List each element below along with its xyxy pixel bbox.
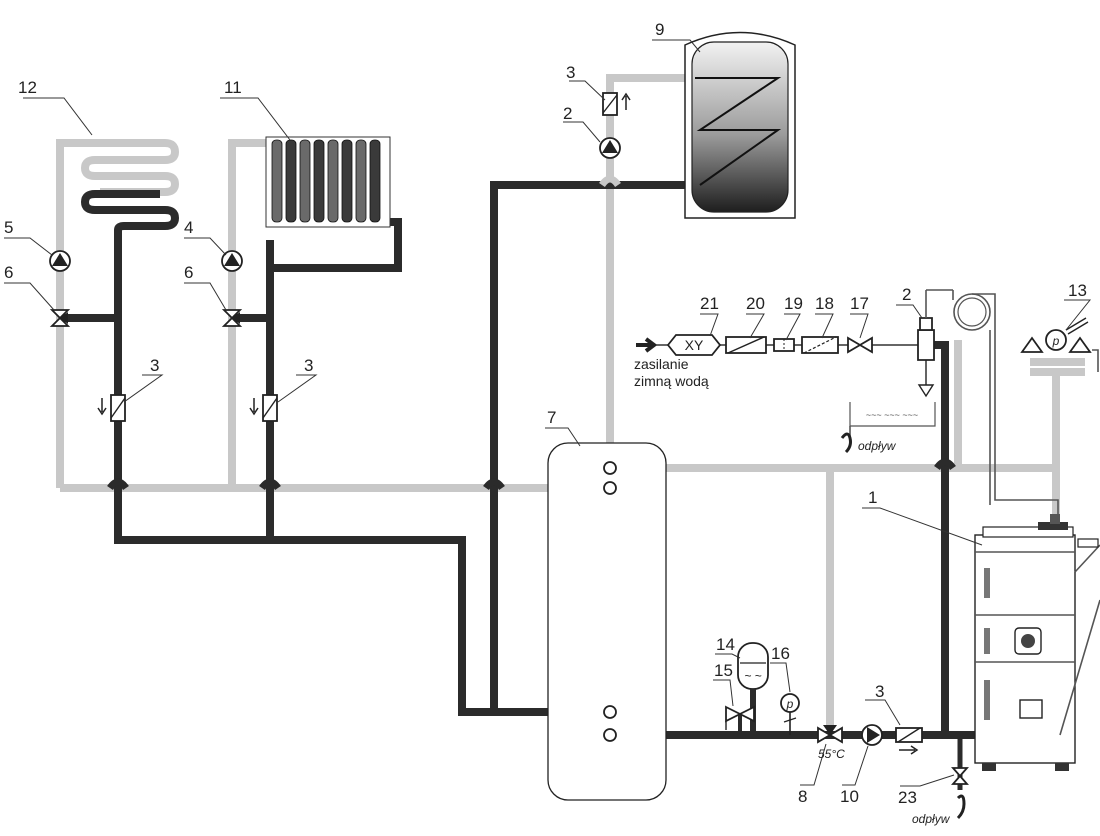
- pump-icon: [861, 724, 883, 746]
- drain-funnel-icon: ~~~ ~~~ ~~~: [840, 402, 936, 454]
- pump-icon: [49, 250, 71, 272]
- component-number-3-bottom: 3: [875, 682, 884, 701]
- component-number-3-top: 3: [566, 63, 575, 82]
- pressure-symbol-label: p: [786, 697, 794, 711]
- component-number-8: 8: [798, 787, 807, 806]
- drain-valve-icon: [951, 735, 969, 820]
- component-numbers: 12 11 9 3 2 5 4 6 6 3 3 7 21 20 19 18 17…: [4, 20, 1087, 807]
- component-number-11: 11: [224, 78, 242, 97]
- radiator-fin: [341, 139, 353, 223]
- hot-water-tank-icon: [684, 31, 796, 219]
- filter-icon: [773, 338, 795, 352]
- radiator-fin: [313, 139, 325, 223]
- component-number-14: 14: [716, 635, 735, 654]
- cold-water-supply-label-line2: zimną wodą: [634, 373, 709, 389]
- component-number-17: 17: [850, 294, 869, 313]
- cold-water-supply-label-line1: zasilanie: [634, 356, 689, 372]
- component-number-13: 13: [1068, 281, 1087, 300]
- three-way-valve-icon: [49, 309, 71, 327]
- component-number-3-mid: 3: [304, 356, 313, 375]
- radiator-fin: [369, 139, 381, 223]
- component-number-2-right: 2: [902, 285, 911, 304]
- check-valve-icon: [249, 394, 278, 422]
- pump-icon: [599, 137, 621, 159]
- safety-group-icon: p: [1020, 317, 1099, 372]
- check-valve-icon: [895, 727, 923, 755]
- temperature-label: 55°C: [818, 747, 845, 761]
- component-number-20: 20: [746, 294, 765, 313]
- water-treatment-icon: XY: [666, 334, 722, 356]
- buffer-tank-icon: [547, 442, 667, 801]
- component-number-19: 19: [784, 294, 803, 313]
- component-number-7: 7: [547, 408, 556, 427]
- pipe-crossovers: [107, 175, 956, 491]
- shutoff-valve-icon: [847, 336, 873, 354]
- component-number-6-right: 6: [184, 263, 193, 282]
- treatment-unit-label: XY: [685, 337, 704, 353]
- svg-text:~~~ ~~~ ~~~: ~~~ ~~~ ~~~: [866, 410, 918, 420]
- drain-label-funnel: odpływ: [858, 439, 897, 453]
- component-number-10: 9: [655, 20, 664, 39]
- radiator-fin: [327, 139, 339, 223]
- leader-lines: [4, 39, 1092, 787]
- drain-label-boiler: odpływ: [912, 812, 951, 826]
- component-number-21: 21: [700, 294, 719, 313]
- return-pipes: [56, 74, 1085, 725]
- component-number-12: 12: [18, 78, 37, 97]
- safety-group-pressure-label: p: [1052, 334, 1060, 348]
- component-number-15: 15: [714, 661, 733, 680]
- radiator-fin: [299, 139, 311, 223]
- radiator-icon: [265, 136, 391, 228]
- component-number-23: 23: [898, 788, 917, 807]
- radiator-fin: [271, 139, 283, 223]
- supply-pipes: [60, 181, 975, 739]
- radiator-fin: [285, 139, 297, 223]
- component-number-16: 16: [771, 644, 790, 663]
- check-valve-icon: [725, 336, 767, 354]
- check-valve-icon: [602, 92, 631, 116]
- component-number-2-top: 2: [563, 104, 572, 123]
- check-valve-icon: [97, 394, 126, 422]
- strainer-icon: [801, 336, 839, 354]
- component-number-9: 10: [840, 787, 859, 806]
- text-labels: zasilanie zimną wodą odpływ odpływ 55°C: [634, 356, 951, 826]
- radiator-fin: [355, 139, 367, 223]
- component-number-4: 4: [184, 218, 193, 237]
- component-number-3-left: 3: [150, 356, 159, 375]
- pump-icon: [221, 250, 243, 272]
- fill-valve-icon: [725, 705, 755, 735]
- thermostatic-valve-icon: [817, 725, 843, 744]
- component-number-5: 5: [4, 218, 13, 237]
- svg-text:~ ~: ~ ~: [744, 669, 761, 683]
- component-number-18: 18: [815, 294, 834, 313]
- boiler-icon: [974, 514, 1100, 771]
- pressure-gauge-icon: p: [780, 693, 800, 735]
- three-way-valve-icon: [221, 309, 243, 327]
- pump-icon: [917, 289, 1059, 520]
- component-number-6-left: 6: [4, 263, 13, 282]
- component-number-1: 1: [868, 488, 877, 507]
